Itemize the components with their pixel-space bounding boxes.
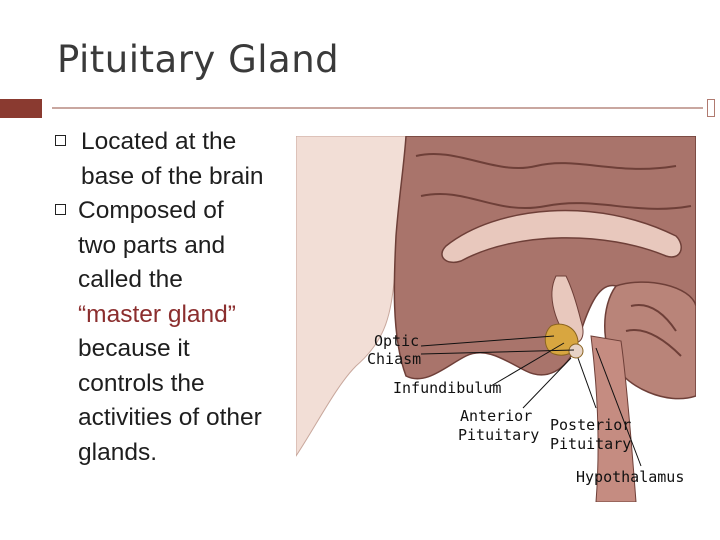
infundibulum-label: Infundibulum — [393, 379, 501, 397]
optic-chiasm-label: Chiasm — [367, 350, 421, 368]
optic-chiasm-label: Optic — [374, 332, 419, 350]
label-line: Optic — [374, 332, 420, 350]
pituitary-diagram: Optic Chiasm Infundibulum Anterior Pitui… — [295, 135, 697, 503]
square-bullet-icon — [55, 135, 66, 146]
label-line: Anterior — [460, 407, 533, 425]
bullet-line: base of the brain — [81, 162, 264, 190]
bullet-line: Located at the — [81, 128, 237, 155]
title-divider — [52, 107, 703, 109]
label-line: Infundibulum — [393, 379, 502, 397]
bullet-item: Composed of two parts and called the “ma… — [55, 194, 305, 470]
brain-illustration — [295, 135, 697, 503]
title-accent-bar — [0, 99, 42, 118]
anterior-pituitary-label: Anterior — [460, 407, 532, 425]
label-line: Hypothalamus — [576, 468, 685, 486]
bullet-line: controls the — [78, 369, 205, 397]
square-bullet-icon — [55, 204, 66, 215]
bullet-line: glands. — [78, 438, 158, 466]
bullet-line: two parts and — [78, 231, 226, 259]
bullet-line: Composed of — [78, 197, 224, 224]
bullet-line: because it — [78, 335, 190, 362]
label-line: Pituitary — [550, 435, 632, 453]
hypothalamus-label: Hypothalamus — [576, 468, 684, 486]
bullet-line: activities of other — [78, 404, 262, 431]
posterior-pituitary-label: Posterior — [550, 416, 631, 434]
label-line: Chiasm — [367, 350, 422, 368]
label-line: Posterior — [550, 416, 632, 434]
bullet-item: Located at the base of the brain — [55, 125, 305, 194]
slide-title: Pituitary Gland — [57, 38, 340, 81]
bullet-line: called the — [78, 266, 183, 293]
title-accent-square — [707, 99, 715, 117]
anterior-pituitary-label: Pituitary — [458, 426, 539, 444]
label-line: Pituitary — [458, 426, 540, 444]
bullet-line: “master gland” — [78, 300, 236, 328]
bullet-list: Located at the base of the brain Compose… — [55, 125, 305, 470]
posterior-pituitary-label: Pituitary — [550, 435, 631, 453]
